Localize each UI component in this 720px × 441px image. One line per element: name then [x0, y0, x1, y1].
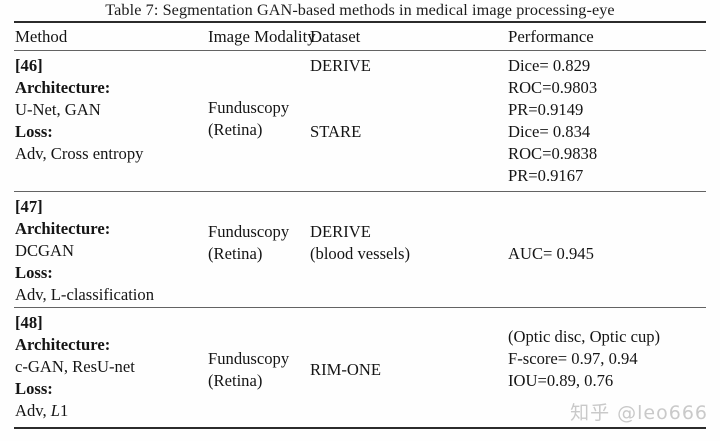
method-loss-value: Adv, Cross entropy — [15, 144, 144, 163]
header-separator-rule — [14, 50, 706, 52]
table-row-dataset-cell: RIM-ONE — [310, 359, 381, 381]
watermark: 知乎 @leo666 — [570, 402, 708, 424]
table-row-method-cell: [46] Architecture: U-Net, GAN Loss: Adv,… — [15, 55, 143, 165]
table-row-dataset-cell: DERIVE — [310, 55, 371, 77]
row-separator-rule-2 — [14, 307, 706, 309]
metric-roc: ROC=0.9838 — [508, 144, 598, 163]
dataset-name: DERIVE — [310, 222, 371, 241]
table-top-rule — [14, 21, 706, 24]
method-arch-value: c-GAN, ResU-net — [15, 357, 135, 376]
metric-roc: ROC=0.9803 — [508, 78, 598, 97]
modality-detail: (Retina) — [208, 120, 263, 139]
table-caption: Table 7: Segmentation GAN-based methods … — [105, 1, 615, 19]
method-arch-value: U-Net, GAN — [15, 100, 101, 119]
method-arch-label: Architecture: — [15, 335, 111, 354]
table-row-modality-cell: Funduscopy (Retina) — [208, 97, 289, 141]
column-header-performance: Performance — [508, 27, 594, 46]
metric-iou: IOU=0.89, 0.76 — [508, 371, 614, 390]
column-header-modality: Image Modality — [208, 27, 316, 46]
dataset-name: STARE — [310, 122, 362, 141]
table-row-method-cell: [48] Architecture: c-GAN, ResU-net Loss:… — [15, 312, 135, 422]
table-row-modality-cell: Funduscopy (Retina) — [208, 348, 289, 392]
metric-auc: AUC= 0.945 — [508, 244, 594, 263]
method-loss-value: Adv, L1 — [15, 401, 69, 420]
modality-detail: (Retina) — [208, 371, 263, 390]
table-row-performance-cell: Dice= 0.829 ROC=0.9803 PR=0.9149 Dice= 0… — [508, 55, 597, 187]
method-loss-value: Adv, L-classification — [15, 285, 155, 304]
table-row-performance-cell: (Optic disc, Optic cup) F-score= 0.97, 0… — [508, 326, 660, 392]
dataset-detail: (blood vessels) — [310, 244, 411, 263]
dataset-name: DERIVE — [310, 56, 371, 75]
dataset-name: RIM-ONE — [310, 360, 381, 379]
method-loss-label: Loss: — [15, 263, 53, 282]
method-ref: [47] — [15, 197, 43, 216]
table-row-method-cell: [47] Architecture: DCGAN Loss: Adv, L-cl… — [15, 196, 154, 306]
table-row-dataset-cell: DERIVE (blood vessels) — [310, 221, 410, 265]
table-row-performance-cell: AUC= 0.945 — [508, 243, 594, 265]
metric-pr: PR=0.9149 — [508, 100, 584, 119]
method-arch-value: DCGAN — [15, 241, 75, 260]
method-ref: [46] — [15, 56, 43, 75]
modality-name: Funduscopy — [208, 98, 290, 117]
metric-dice: Dice= 0.829 — [508, 56, 591, 75]
metric-target-note: (Optic disc, Optic cup) — [508, 327, 661, 346]
table-row-modality-cell: Funduscopy (Retina) — [208, 221, 289, 265]
table-bottom-rule — [14, 427, 706, 430]
modality-name: Funduscopy — [208, 222, 290, 241]
method-loss-label: Loss: — [15, 122, 53, 141]
metric-fscore: F-score= 0.97, 0.94 — [508, 349, 638, 368]
metric-pr: PR=0.9167 — [508, 166, 584, 185]
row-separator-rule-1 — [14, 191, 706, 193]
column-header-method: Method — [15, 27, 68, 46]
table-row-dataset-cell-secondary: STARE — [310, 121, 361, 143]
method-arch-label: Architecture: — [15, 219, 111, 238]
column-header-dataset: Dataset — [310, 27, 361, 46]
modality-detail: (Retina) — [208, 244, 263, 263]
method-ref: [48] — [15, 313, 43, 332]
metric-dice: Dice= 0.834 — [508, 122, 591, 141]
method-loss-label: Loss: — [15, 379, 53, 398]
modality-name: Funduscopy — [208, 349, 290, 368]
method-arch-label: Architecture: — [15, 78, 111, 97]
